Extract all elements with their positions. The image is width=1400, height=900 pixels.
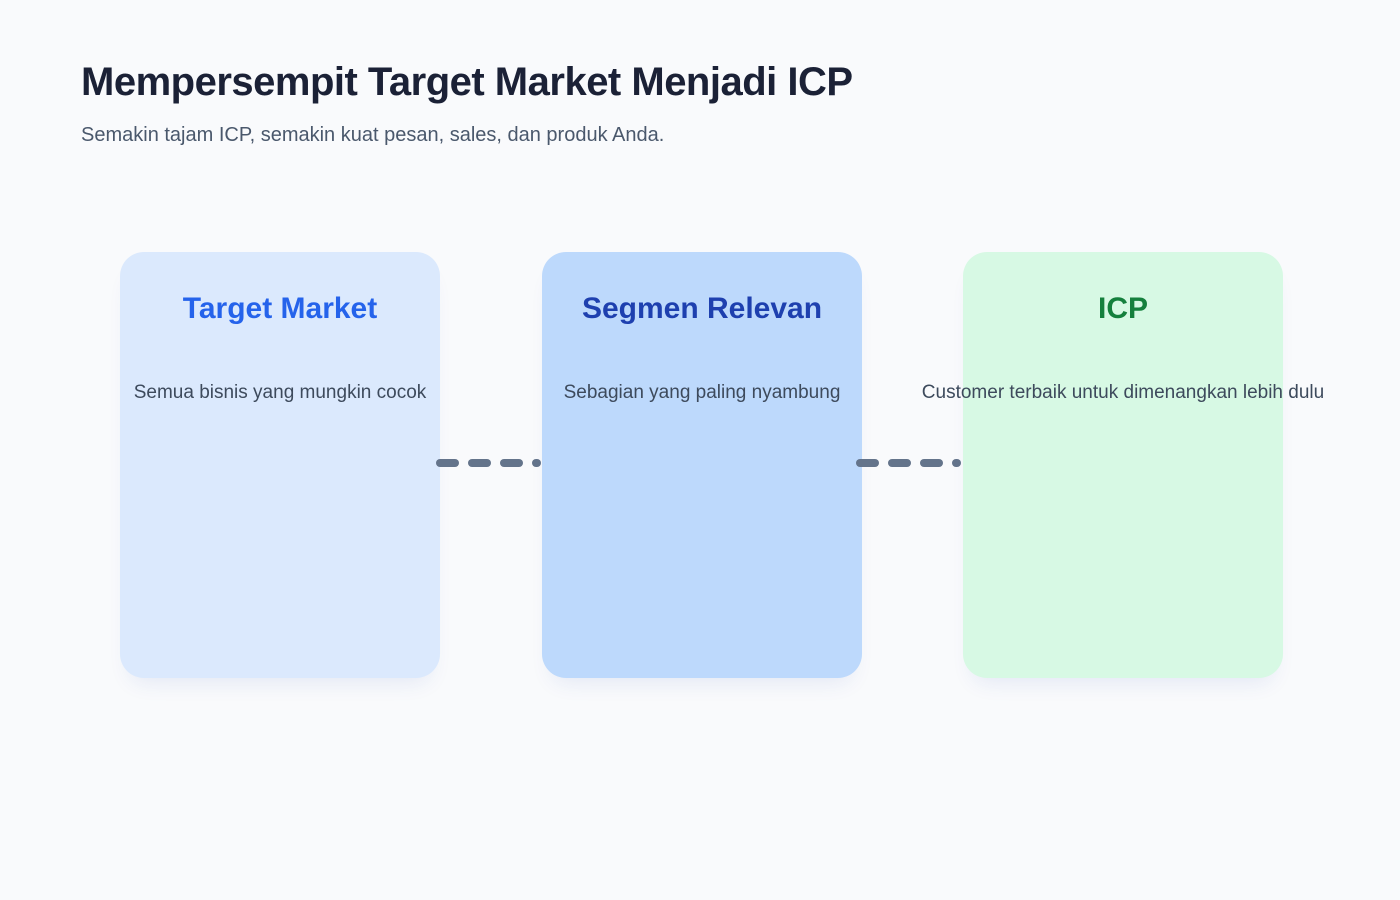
stage-card-segmen-relevan: Segmen Relevan Sebagian yang paling nyam…	[542, 252, 862, 678]
page-subtitle: Semakin tajam ICP, semakin kuat pesan, s…	[81, 124, 665, 146]
connector-dot	[952, 459, 961, 467]
dashed-connector-1	[436, 459, 541, 467]
connector-dash	[888, 459, 911, 467]
stage-title-segmen-relevan: Segmen Relevan	[581, 292, 823, 325]
connector-dash	[856, 459, 879, 467]
stage-title-target-market: Target Market	[182, 292, 378, 325]
dashed-connector-2	[856, 459, 961, 467]
stage-description-icp: Customer terbaik untuk dimenangkan lebih…	[921, 382, 1325, 403]
connector-dash	[436, 459, 459, 467]
stage-card-target-market: Target Market Semua bisnis yang mungkin …	[120, 252, 440, 678]
stage-title-icp: ICP	[1097, 292, 1148, 325]
connector-dash	[468, 459, 491, 467]
page-title: Mempersempit Target Market Menjadi ICP	[81, 60, 853, 104]
connector-dash	[920, 459, 943, 467]
stage-description-target-market: Semua bisnis yang mungkin cocok	[133, 382, 427, 403]
connector-dot	[532, 459, 541, 467]
stage-description-segmen-relevan: Sebagian yang paling nyambung	[563, 382, 841, 403]
stage-card-icp: ICP Customer terbaik untuk dimenangkan l…	[922, 252, 1324, 678]
connector-dash	[500, 459, 523, 467]
